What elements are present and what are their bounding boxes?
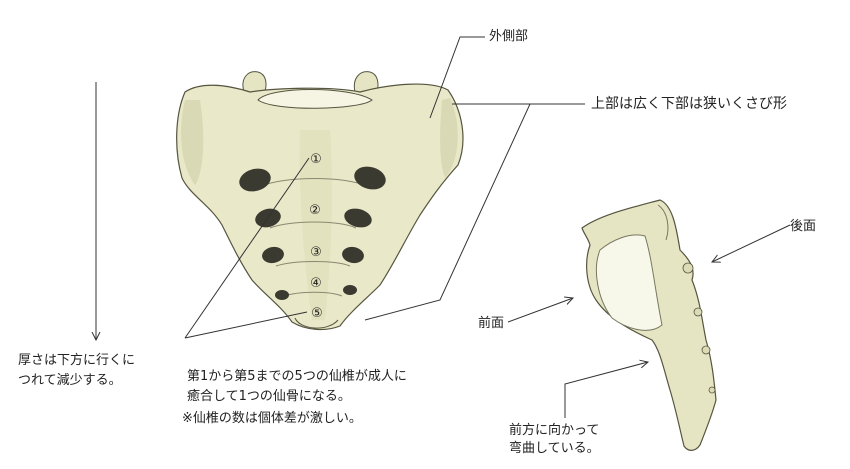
vertebra-number-4: ④ <box>310 276 322 291</box>
label-lateral-part: 外側部 <box>489 29 529 44</box>
label-vertebrae-line2: 癒合して1つの仙骨になる。 <box>187 389 351 404</box>
label-thickness-line2: つれて減少する。 <box>18 373 122 388</box>
vertebra-number-5: ⑤ <box>311 306 323 321</box>
label-anterior: 前面 <box>478 316 505 331</box>
vertebra-leader-1 <box>184 157 310 339</box>
lateral-part-leader <box>429 36 485 119</box>
shape-leader-bottom <box>364 103 585 321</box>
label-posterior: 後面 <box>790 219 817 234</box>
label-wedge-shape: 上部は広く下部は狭いくさび形 <box>591 96 787 112</box>
vertebra-number-3: ③ <box>310 245 322 260</box>
label-vertebrae-line1: 第1から第5までの5つの仙椎が成人に <box>187 369 407 384</box>
label-curve-line2: 弯曲している。 <box>509 441 600 456</box>
sacrum-side-view <box>581 199 717 451</box>
anterior-arrow <box>507 298 573 323</box>
posterior-arrow <box>712 224 791 262</box>
label-vertebrae-note: ※仙椎の数は個体差が激しい。 <box>182 411 362 426</box>
curve-arrow <box>564 362 648 418</box>
vertebra-number-2: ② <box>309 203 321 218</box>
label-curve-line1: 前方に向かって <box>509 423 600 438</box>
vertebra-leader-2 <box>184 311 308 339</box>
label-thickness-line1: 厚さは下方に行くに <box>18 353 136 368</box>
leader-lines <box>96 36 791 418</box>
vertebra-numbers: ① ② ③ ④ ⑤ <box>309 152 323 321</box>
vertebra-number-1: ① <box>310 152 322 167</box>
